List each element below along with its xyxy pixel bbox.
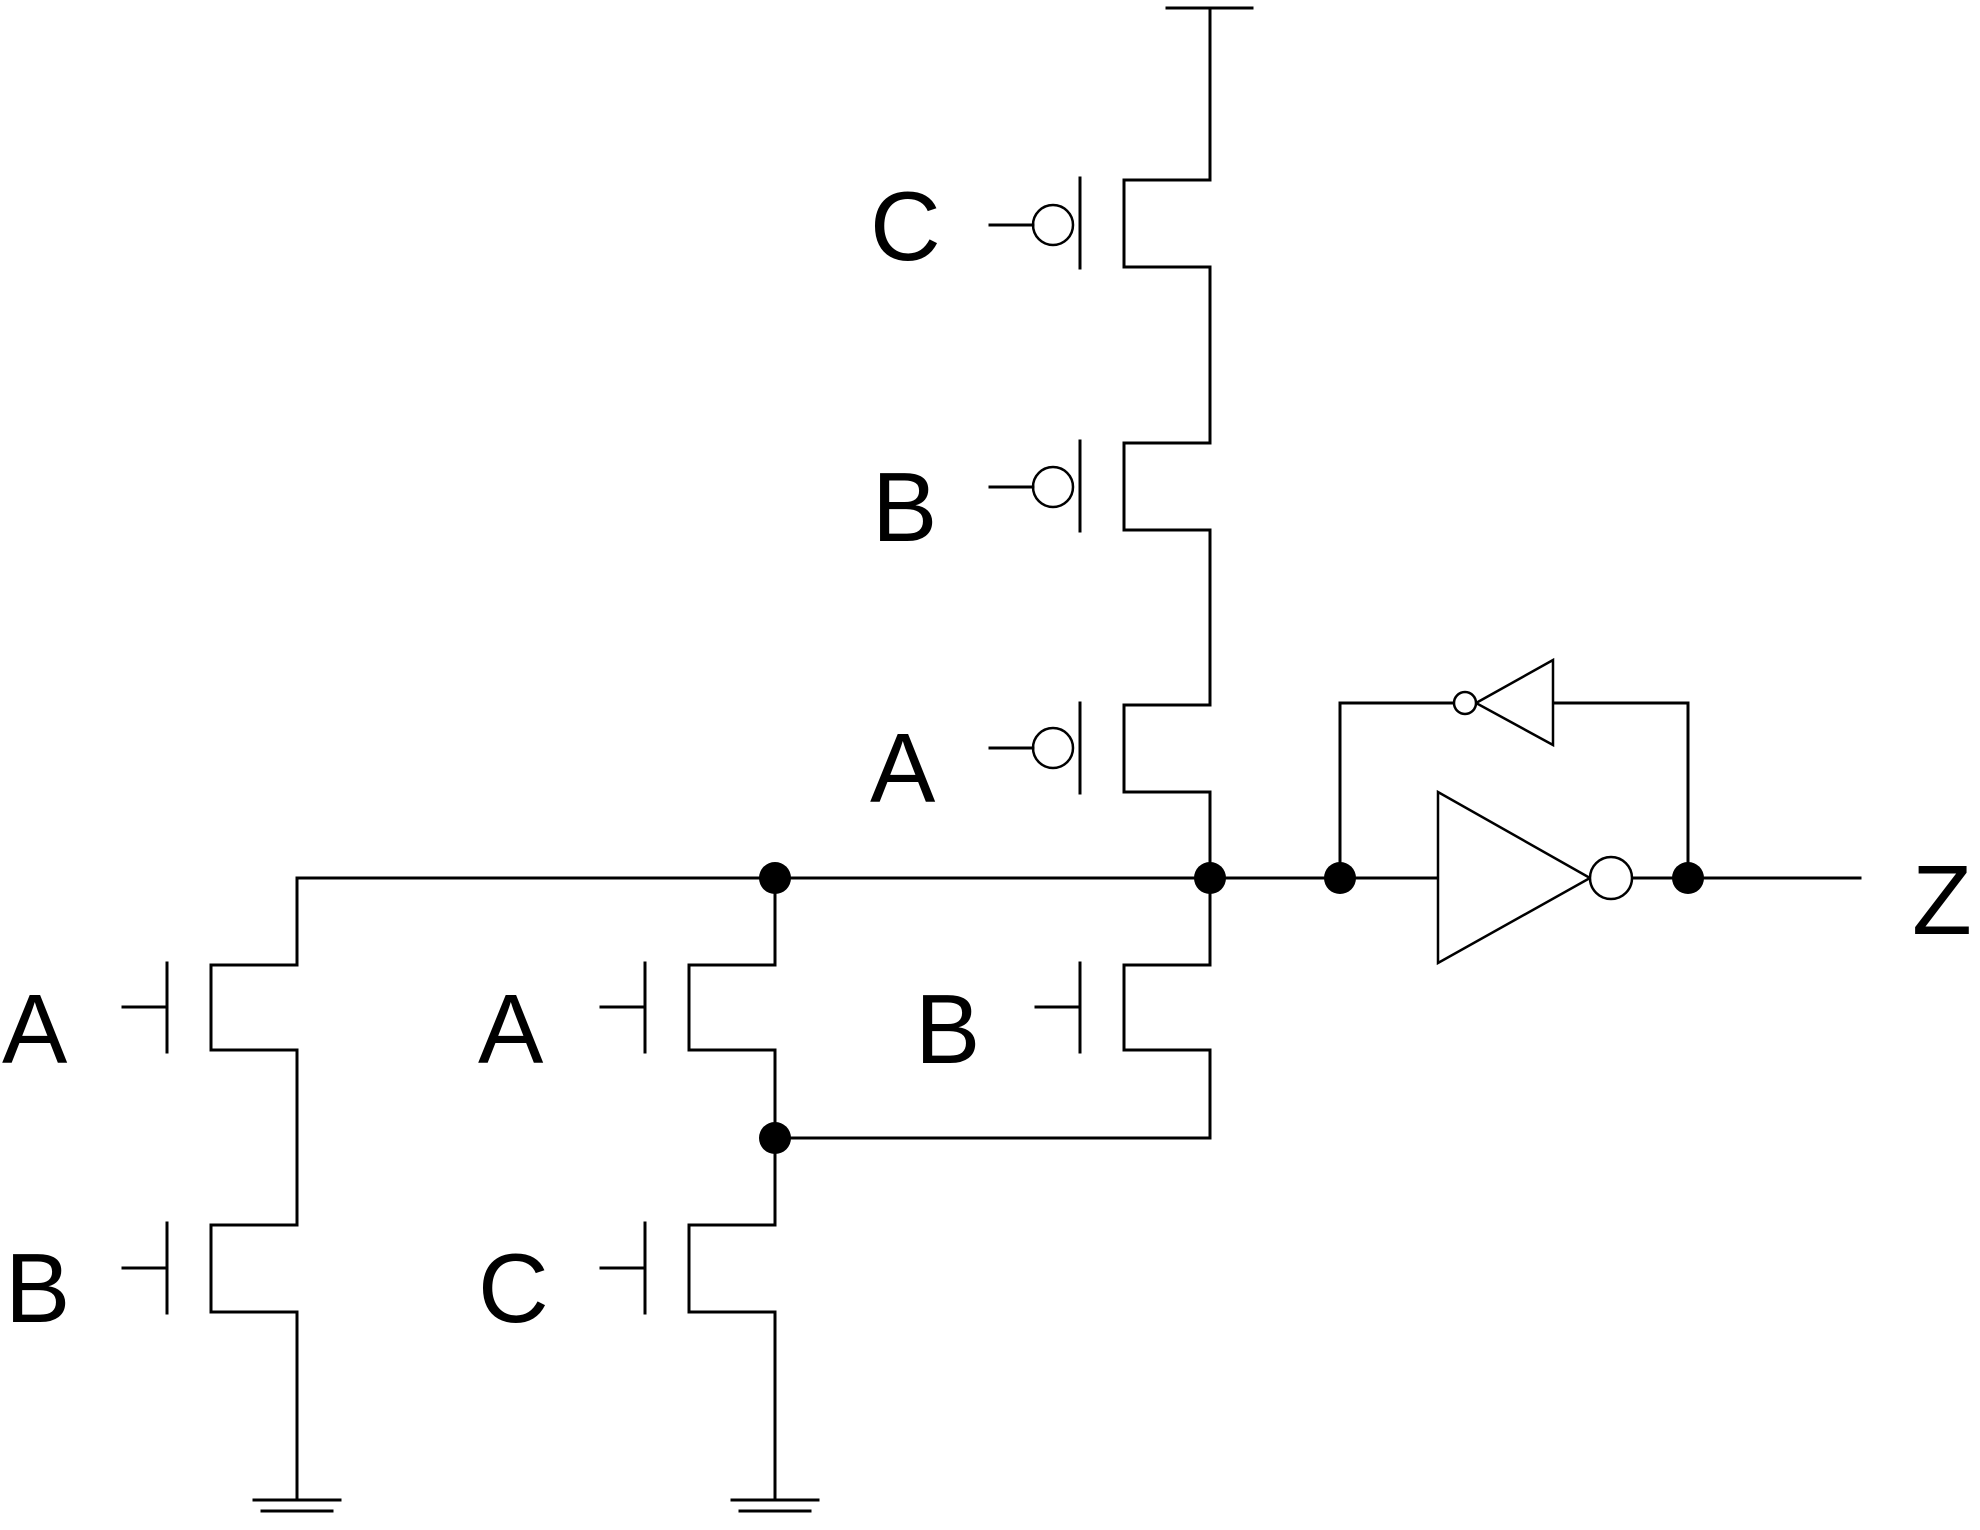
junction-node-keeper-in (1324, 862, 1356, 894)
feedback-wire-left (1338, 701, 1455, 880)
label-nmos-mid-bottom: C (478, 1233, 549, 1343)
pmos-transistor-a (988, 701, 1212, 795)
output-inverter (1436, 789, 1634, 966)
nmos-transistor-left-b (121, 1221, 299, 1315)
pmos-transistor-c (988, 176, 1212, 270)
label-nmos-mid-top: A (478, 974, 544, 1084)
nmos-transistor-mid-a (599, 961, 777, 1054)
label-nmos-right: B (915, 974, 980, 1084)
label-nmos-left-top: A (2, 974, 68, 1084)
ground-symbol-mid (730, 1498, 820, 1513)
ground-symbol-left (252, 1498, 342, 1513)
pmos-transistor-b (988, 439, 1212, 533)
junction-node-keeper-out (1672, 862, 1704, 894)
label-output: Z (1912, 845, 1972, 955)
vdd-supply (1165, 6, 1254, 182)
feedback-inverter (1452, 657, 1555, 748)
junction-node-mid-internal (759, 1122, 791, 1154)
junction-node-mid-top (759, 862, 791, 894)
nmos-transistor-right-b (1034, 961, 1212, 1054)
label-pmos-mid: B (872, 452, 937, 562)
wire-right-b-to-mid-node (773, 1048, 1212, 1140)
nmos-transistor-left-a (121, 961, 299, 1054)
junction-node-output (1194, 862, 1226, 894)
nmos-transistor-mid-c (599, 1221, 777, 1315)
label-pmos-top: C (870, 171, 941, 281)
label-nmos-left-bottom: B (5, 1233, 70, 1343)
label-pmos-bottom: A (870, 713, 936, 823)
feedback-wire-right (1551, 701, 1690, 880)
